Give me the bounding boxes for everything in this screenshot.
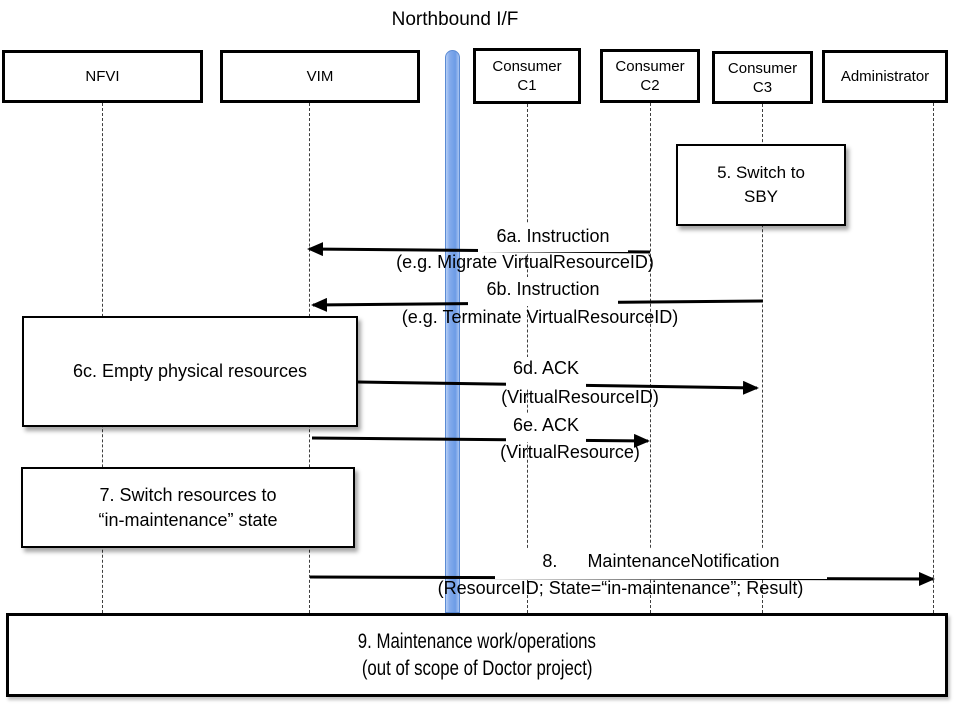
actor-label-consumer: Consumer (492, 58, 562, 75)
actor-label-nfvi: NFVI (85, 68, 120, 85)
actor-box-vim: VIM (220, 50, 420, 103)
note-line: 9. Maintenance work/operations (357, 630, 597, 653)
note-maintenance-work: 9. Maintenance work/operations (out of s… (6, 613, 948, 697)
lifeline-consumer-c3 (762, 104, 763, 613)
label-6a-instruction: 6a. Instruction (478, 224, 628, 252)
actor-label-administrator: Administrator (840, 68, 930, 85)
note-line: 5. Switch to (717, 163, 805, 182)
northbound-if-bar (445, 50, 460, 613)
actor-label-c2: C2 (640, 77, 660, 94)
label-6e-ack: 6e. ACK (506, 414, 586, 442)
label-6e-params: (VirtualResource) (500, 442, 640, 462)
actor-box-consumer-c1: Consumer C1 (473, 48, 581, 104)
lifeline-administrator (933, 103, 934, 613)
actor-label-vim: VIM (306, 68, 334, 85)
actor-label-c3: C3 (752, 78, 773, 96)
note-switch-resources-in-maintenance: 7. Switch resources to “in-maintenance” … (21, 467, 355, 548)
actor-label-c1: C1 (517, 77, 537, 94)
actor-box-consumer-c3: Consumer C3 (712, 51, 813, 104)
note-line: SBY (743, 187, 779, 206)
label-6d-ack: 6d. ACK (506, 357, 586, 388)
note-line: 6c. Empty physical resources (72, 361, 308, 381)
lifeline-consumer-c2 (650, 103, 651, 613)
label-8-params: (ResourceID; State=“in-maintenance”; Res… (437, 578, 804, 598)
label-6b-params: (e.g. Terminate VirtualResourceID) (401, 307, 679, 327)
diagram-title: Northbound I/F (391, 9, 519, 30)
actor-label-consumer: Consumer (727, 59, 798, 77)
note-switch-to-sby: 5. Switch to SBY (676, 144, 846, 226)
label-6a-params: (e.g. Migrate VirtualResourceID) (396, 252, 654, 272)
label-6b-instruction: 6b. Instruction (468, 277, 618, 306)
actor-label-consumer: Consumer (615, 58, 685, 75)
actor-box-administrator: Administrator (822, 50, 948, 103)
note-line: 7. Switch resources to (99, 484, 277, 505)
label-6d-params: (VirtualResourceID) (501, 387, 659, 407)
actor-box-nfvi: NFVI (2, 50, 203, 103)
note-line: (out of scope of Doctor project) (361, 657, 593, 680)
actor-box-consumer-c2: Consumer C2 (600, 49, 700, 103)
arrow-6e-ack (311, 433, 650, 448)
note-line: “in-maintenance” state (98, 509, 278, 530)
label-8-maintenance-notification: 8. MaintenanceNotification (495, 549, 827, 579)
note-empty-physical-resources: 6c. Empty physical resources (22, 316, 358, 427)
